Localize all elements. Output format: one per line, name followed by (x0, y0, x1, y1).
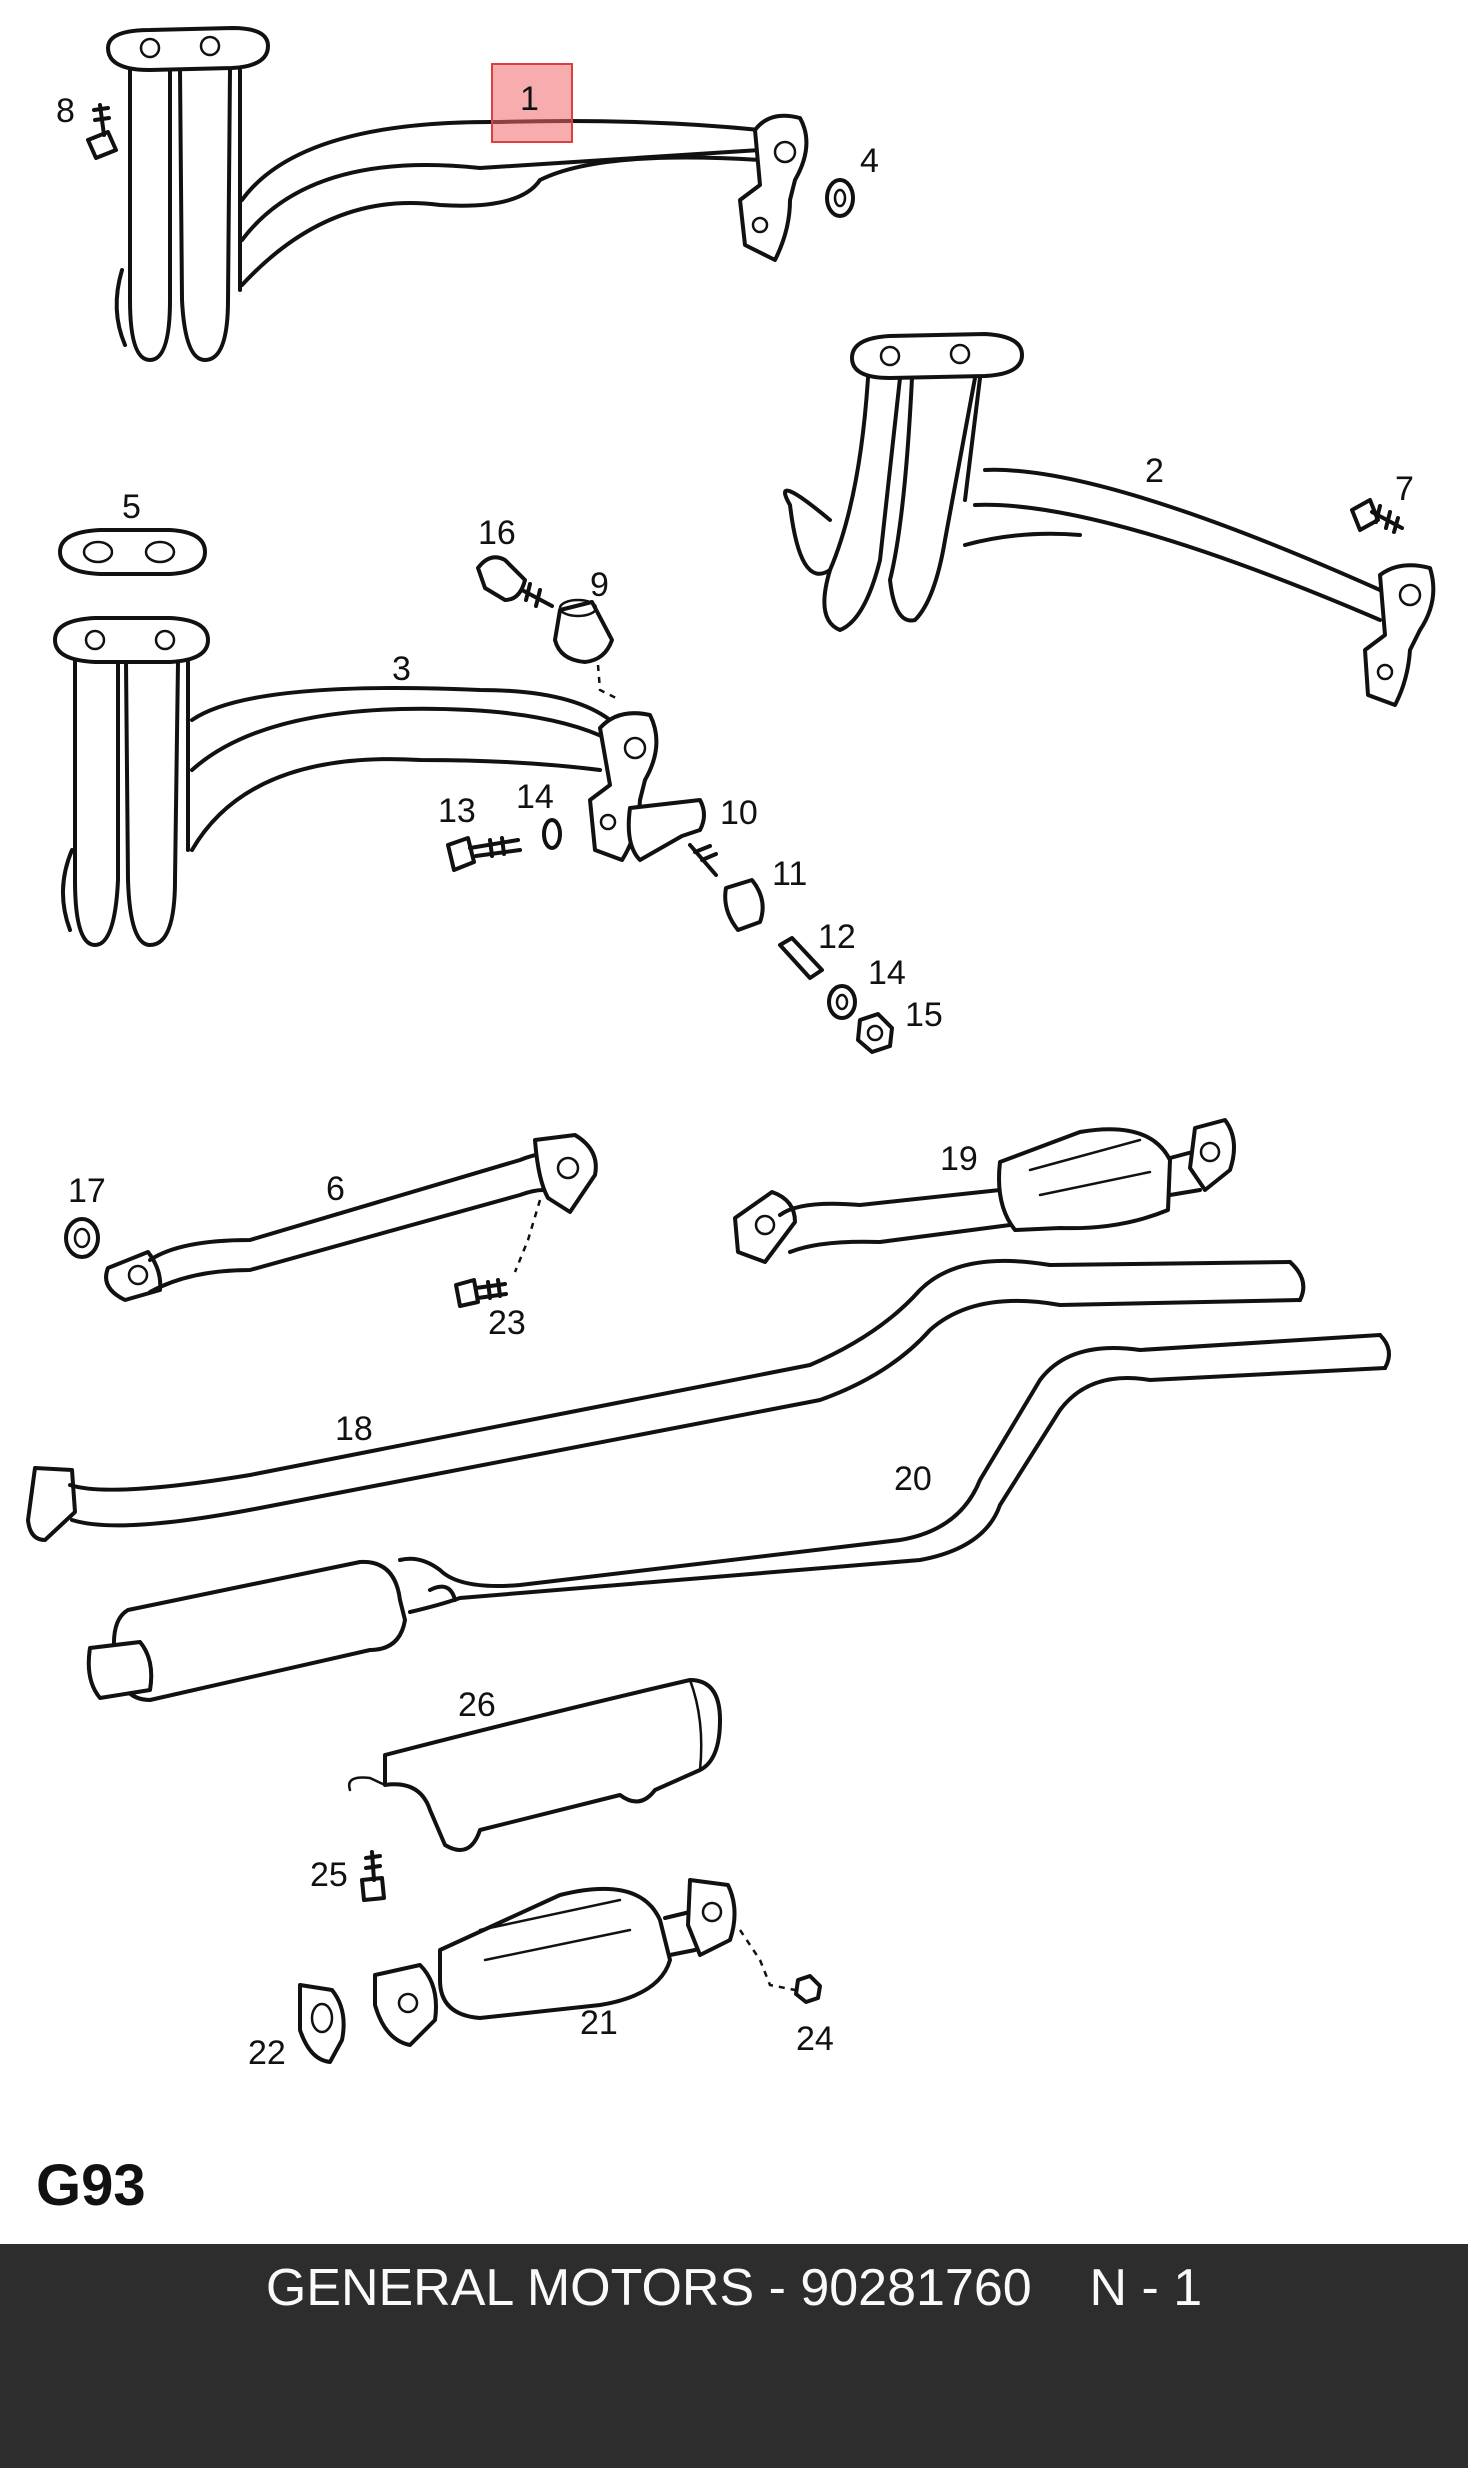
label-part-7: 7 (1395, 470, 1414, 508)
part-13-bolt (446, 836, 522, 872)
part-14-washer-lower (827, 984, 857, 1020)
label-part-9: 9 (590, 566, 609, 604)
part-16-bolt (476, 555, 554, 608)
part-26-heat-shield (347, 1678, 722, 1852)
label-part-19: 19 (940, 1140, 978, 1178)
part-23-bolt (454, 1278, 508, 1308)
label-part-25: 25 (310, 1856, 348, 1894)
part-9-rubber-mount (553, 598, 621, 702)
part-21-catalytic-converter (373, 1878, 796, 2047)
part-1-exhaust-manifold (106, 26, 809, 362)
label-part-26: 26 (458, 1686, 496, 1724)
label-part-13: 13 (438, 792, 476, 830)
part-3-exhaust-manifold (53, 616, 659, 947)
part-14-washer (542, 818, 562, 850)
label-part-15: 15 (905, 996, 943, 1034)
label-part-18: 18 (335, 1410, 373, 1448)
label-part-14-lower: 14 (868, 954, 906, 992)
part-5-gasket (58, 528, 207, 576)
part-19-catalytic-pipe (733, 1118, 1236, 1264)
part-15-nut (856, 1012, 894, 1054)
part-24-nut (794, 1974, 822, 2004)
part-12-sleeve (778, 936, 824, 980)
label-part-11: 11 (772, 855, 807, 893)
part-2-exhaust-manifold (783, 332, 1436, 707)
label-part-17: 17 (68, 1172, 106, 1210)
diagram-page-code: G93 (36, 2153, 146, 2218)
label-part-21: 21 (580, 2004, 618, 2042)
label-part-20: 20 (894, 1460, 932, 1498)
part-6-front-pipe (104, 1133, 598, 1302)
label-part-1: 1 (520, 80, 539, 118)
label-part-2: 2 (1145, 452, 1164, 490)
part-18-intermediate-pipe (26, 1258, 1306, 1542)
label-part-10: 10 (720, 794, 758, 832)
label-part-3: 3 (392, 650, 411, 688)
label-part-16: 16 (478, 514, 516, 552)
label-part-23: 23 (488, 1304, 526, 1342)
part-17-gasket-ring (64, 1217, 100, 1259)
label-part-24: 24 (796, 2020, 834, 2058)
label-part-14: 14 (516, 778, 554, 816)
footer-bar: GENERAL MOTORS - 90281760 N - 1 (0, 2244, 1468, 2468)
part-8-bolt (86, 103, 118, 160)
exhaust-parts-diagram: 1 2 3 4 5 6 7 8 9 10 11 12 13 14 14 15 1… (26, 26, 1436, 2072)
part-1-highlight-box (491, 63, 573, 143)
label-part-8: 8 (56, 92, 75, 130)
part-25-bolt (360, 1850, 386, 1902)
label-part-6: 6 (326, 1170, 345, 1208)
part-20-rear-pipe (86, 1333, 1391, 1702)
label-part-5: 5 (122, 488, 141, 526)
label-part-22: 22 (248, 2034, 286, 2072)
part-7-bolt (1350, 498, 1404, 534)
part-4-washer (825, 178, 855, 218)
label-part-4: 4 (860, 142, 879, 180)
part-10-bracket (626, 798, 718, 877)
footer-part-number-text: GENERAL MOTORS - 90281760 N - 1 (265, 2259, 1203, 2317)
label-part-12: 12 (818, 918, 856, 956)
part-11-bush (723, 878, 765, 932)
part-22-gasket (298, 1983, 346, 2064)
